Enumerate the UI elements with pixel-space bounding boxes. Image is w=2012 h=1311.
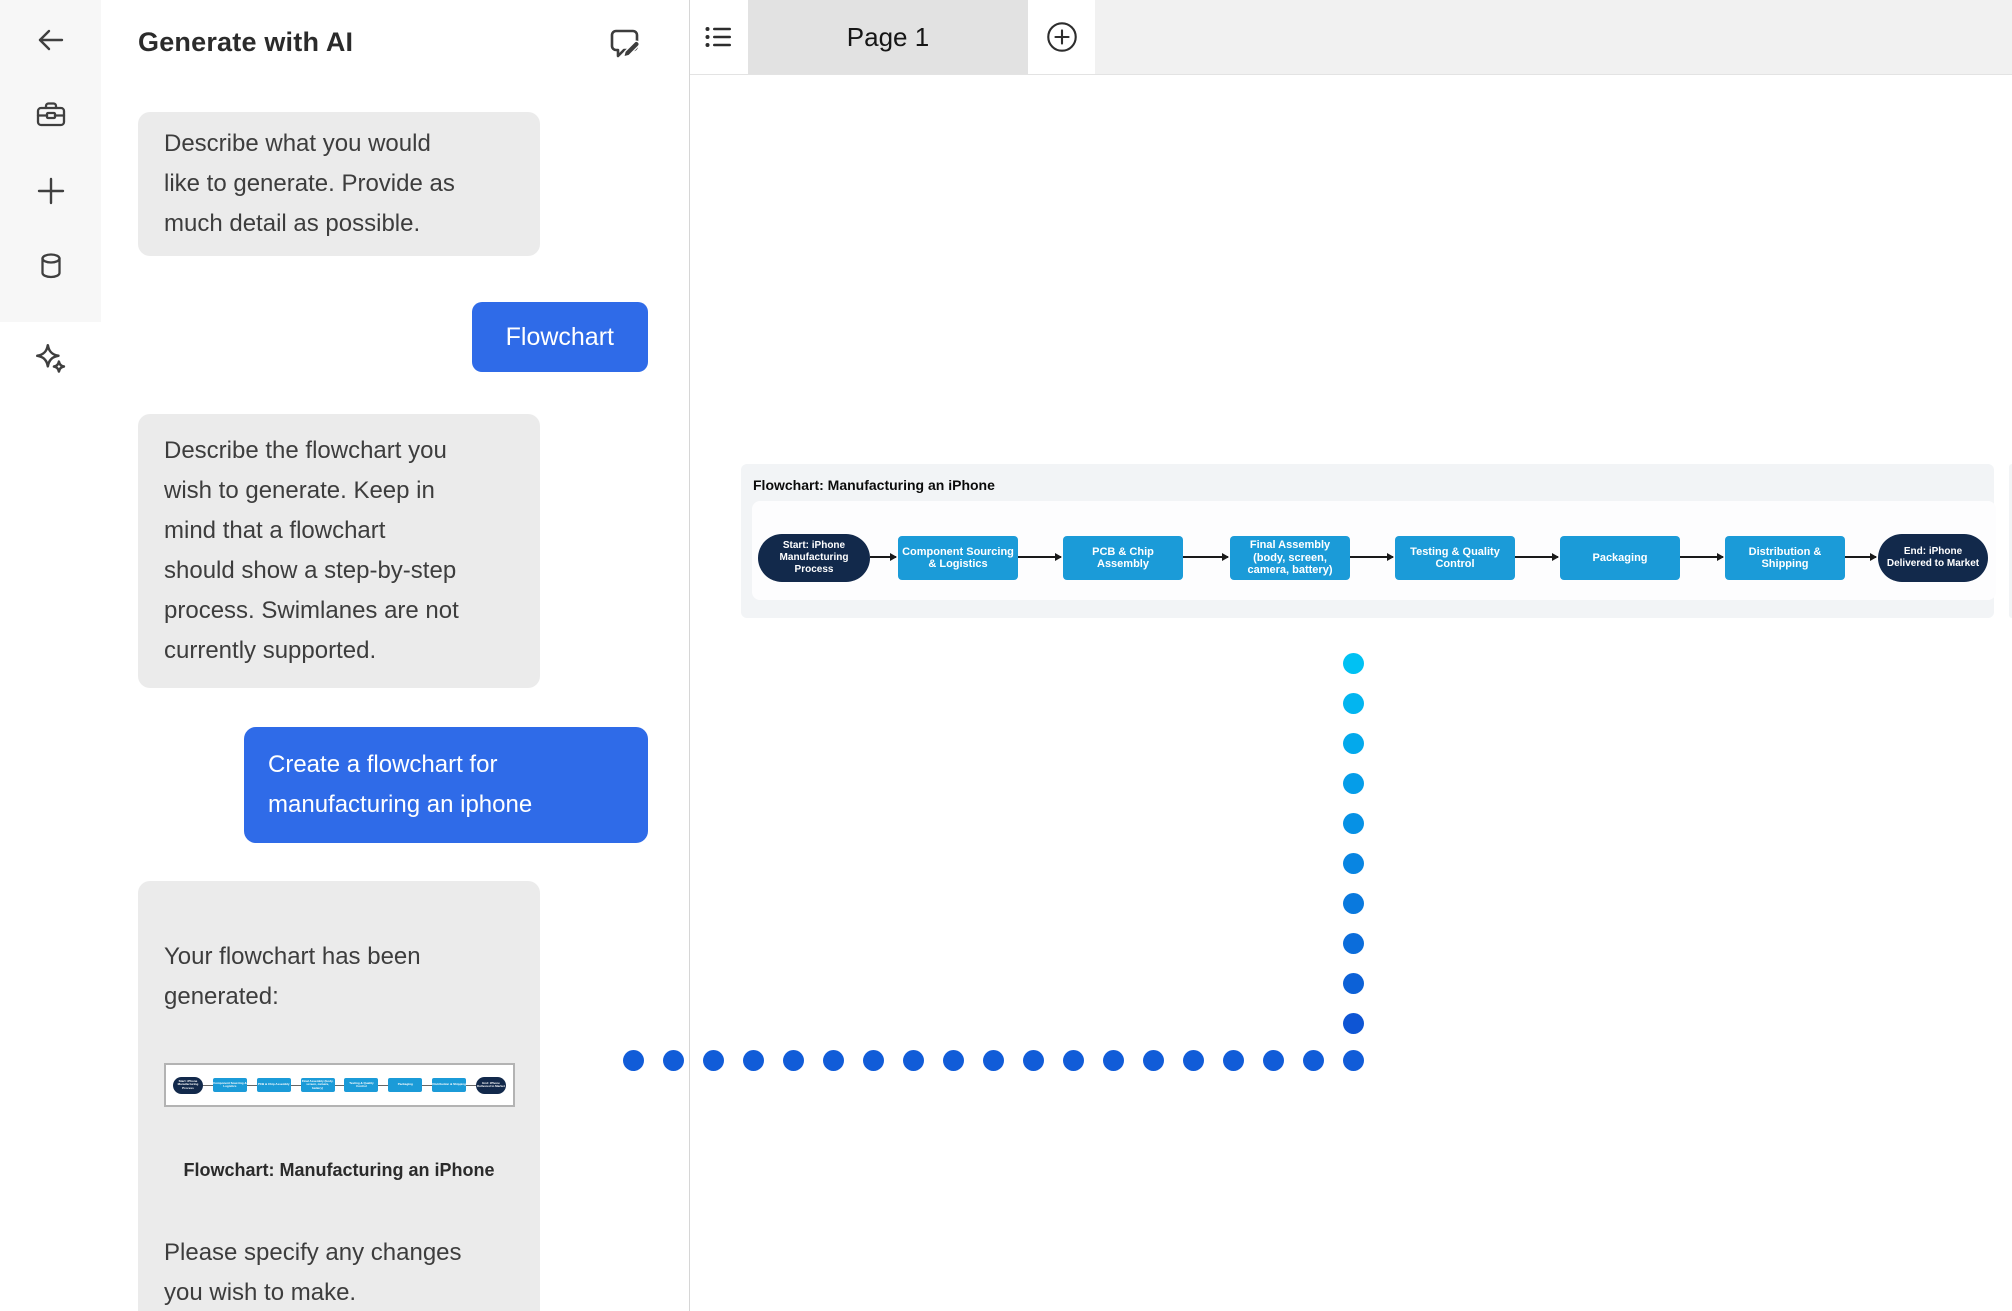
thumbnail-node: Component Sourcing & Logistics	[212, 1078, 247, 1092]
thumbnail-connector	[246, 1084, 257, 1086]
thumbnail-node: PCB & Chip Assembly	[256, 1078, 291, 1092]
data-cylinder-icon	[40, 253, 61, 279]
flowchart-connector-arrow	[1183, 553, 1229, 561]
thumbnail-connector	[334, 1084, 345, 1086]
user-message-flowchart: Flowchart	[471, 302, 648, 372]
thumbnail-node: End: iPhone Delivered to Market	[476, 1076, 507, 1094]
icon-rail-top-group	[0, 0, 101, 322]
flowchart-node-2[interactable]: Component Sourcing & Logistics	[898, 536, 1018, 580]
data-button[interactable]	[29, 247, 73, 287]
flowchart-connector-arrow	[1350, 553, 1394, 561]
add-page-button[interactable]	[1028, 0, 1095, 74]
compose-chat-icon	[610, 29, 640, 58]
flowchart-node-8[interactable]: End: iPhone Delivered to Market	[1878, 534, 1988, 582]
panel-title: Generate with AI	[138, 26, 354, 57]
flowchart-node-7[interactable]: Distribution & Shipping	[1725, 536, 1845, 580]
toolbox-icon	[36, 102, 65, 127]
thumbnail-connector	[466, 1084, 477, 1086]
thumbnail-connector	[422, 1084, 433, 1086]
thumbnail-connector	[378, 1084, 389, 1086]
back-arrow-icon	[38, 29, 63, 50]
back-button[interactable]	[29, 20, 73, 60]
flowchart-node-3[interactable]: PCB & Chip Assembly	[1063, 536, 1183, 580]
flowchart-connector-arrow	[870, 553, 897, 561]
panel-header: Generate with AI	[138, 20, 648, 64]
flowchart-thumbnail: Start: iPhone Manufacturing Process Compo…	[164, 1063, 515, 1107]
shapes-toolbox-button[interactable]	[29, 96, 73, 136]
panel-canvas-divider	[689, 0, 690, 1311]
flowchart-node-1[interactable]: Start: iPhone Manufacturing Process	[758, 534, 870, 582]
icon-rail	[0, 0, 101, 1311]
page-list-button[interactable]	[690, 0, 748, 74]
tab-page-1[interactable]: Page 1	[748, 0, 1028, 74]
flowchart-connector-arrow	[1515, 553, 1559, 561]
add-shape-button[interactable]	[29, 171, 73, 211]
generate-ai-panel: Generate with AI Describe what you would…	[101, 0, 689, 1311]
tab-bar-empty-area	[1095, 0, 2012, 74]
assistant-message-1: Describe what you would like to generate…	[138, 112, 540, 256]
thumbnail-node: Distribution & Shipping	[432, 1078, 467, 1092]
new-chat-button[interactable]	[604, 20, 648, 64]
page-list-icon	[705, 27, 731, 47]
ai-sparkles-icon	[35, 343, 65, 373]
flowchart-connector-arrow	[1845, 553, 1877, 561]
flowchart-node-6[interactable]: Packaging	[1560, 536, 1680, 580]
thumbnail-node: Start: iPhone Manufacturing Process	[173, 1076, 203, 1094]
ai-generate-button[interactable]	[29, 338, 73, 382]
flowchart-thumbnail-caption: Flowchart: Manufacturing an iPhone	[183, 1160, 495, 1180]
flowchart-node-4[interactable]: Final Assembly (body, screen, camera, ba…	[1230, 536, 1350, 580]
flowchart-connector-arrow	[1680, 553, 1724, 561]
thumbnail-node: Final Assembly (body, screen, camera, ba…	[300, 1078, 335, 1092]
document-canvas[interactable]: Page 1 Flowchart: Manufacturing an iPhon…	[690, 0, 2012, 1311]
thumbnail-connector	[290, 1084, 301, 1086]
flowchart-title: Flowchart: Manufacturing an iPhone	[753, 477, 995, 493]
page-tab-bar: Page 1	[690, 0, 2012, 75]
add-page-icon	[1046, 22, 1077, 52]
tab-page-1-label: Page 1	[846, 21, 930, 52]
thumbnail-node: Testing & Quality Control	[344, 1078, 379, 1092]
flowchart-adjacent-shape-edge	[2009, 464, 2012, 618]
flowchart-connector-arrow	[1018, 553, 1062, 561]
thumbnail-node: Packaging	[388, 1078, 423, 1092]
add-plus-icon	[37, 177, 64, 204]
flowchart-node-5[interactable]: Testing & Quality Control	[1395, 536, 1515, 580]
assistant-message-3-intro: Your flowchart has been generated:	[164, 943, 421, 1010]
assistant-message-3-outro: Please specify any changes you wish to m…	[164, 1239, 462, 1306]
assistant-message-2: Describe the flowchart you wish to gener…	[138, 414, 540, 688]
assistant-message-3: Your flowchart has been generated: Start…	[138, 881, 540, 1311]
thumbnail-connector	[203, 1084, 213, 1086]
user-message-create-flowchart: Create a flowchart for manufacturing an …	[244, 727, 648, 843]
